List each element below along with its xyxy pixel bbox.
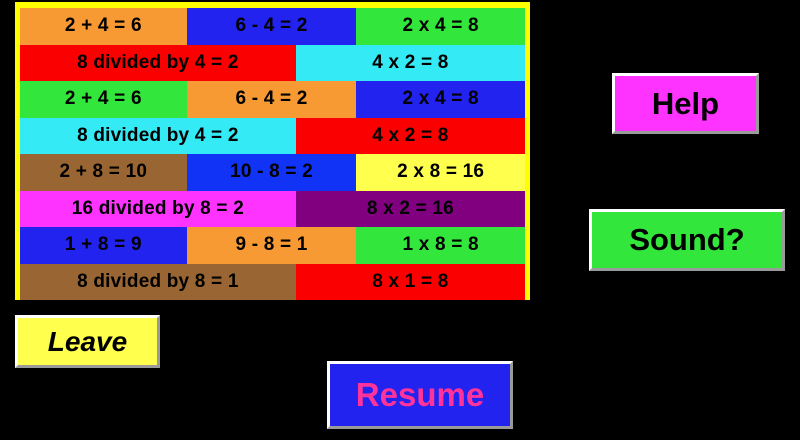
fact-cell: 2 + 4 = 6 [20,81,187,118]
fact-cell: 16 divided by 8 = 2 [20,190,296,227]
resume-button[interactable]: Resume [326,360,514,430]
fact-cell: 8 x 2 = 16 [295,190,525,227]
fact-cell: 4 x 2 = 8 [295,44,525,81]
fact-cell: 6 - 4 = 2 [186,81,357,118]
fact-cell: 2 x 8 = 16 [356,154,525,191]
fact-cell: 8 divided by 4 = 2 [20,44,296,81]
fact-cell: 2 x 4 = 8 [356,8,525,45]
fact-cell: 8 divided by 4 = 2 [20,117,296,154]
fact-cell: 1 x 8 = 8 [356,227,525,264]
fact-cell: 2 + 4 = 6 [20,8,187,45]
fact-cell: 1 + 8 = 9 [20,227,187,264]
fact-cell: 9 - 8 = 1 [186,227,357,264]
help-button[interactable]: Help [611,72,760,135]
fact-cell: 8 divided by 8 = 1 [20,263,296,300]
sound-button[interactable]: Sound? [588,208,786,272]
fact-cell: 2 + 8 = 10 [20,154,187,191]
leave-button[interactable]: Leave [14,314,161,369]
fact-cell: 4 x 2 = 8 [295,117,525,154]
fact-cell: 8 x 1 = 8 [295,263,525,300]
fact-cell: 2 x 4 = 8 [356,81,525,118]
fact-cell: 10 - 8 = 2 [186,154,357,191]
fact-cell: 6 - 4 = 2 [186,8,357,45]
